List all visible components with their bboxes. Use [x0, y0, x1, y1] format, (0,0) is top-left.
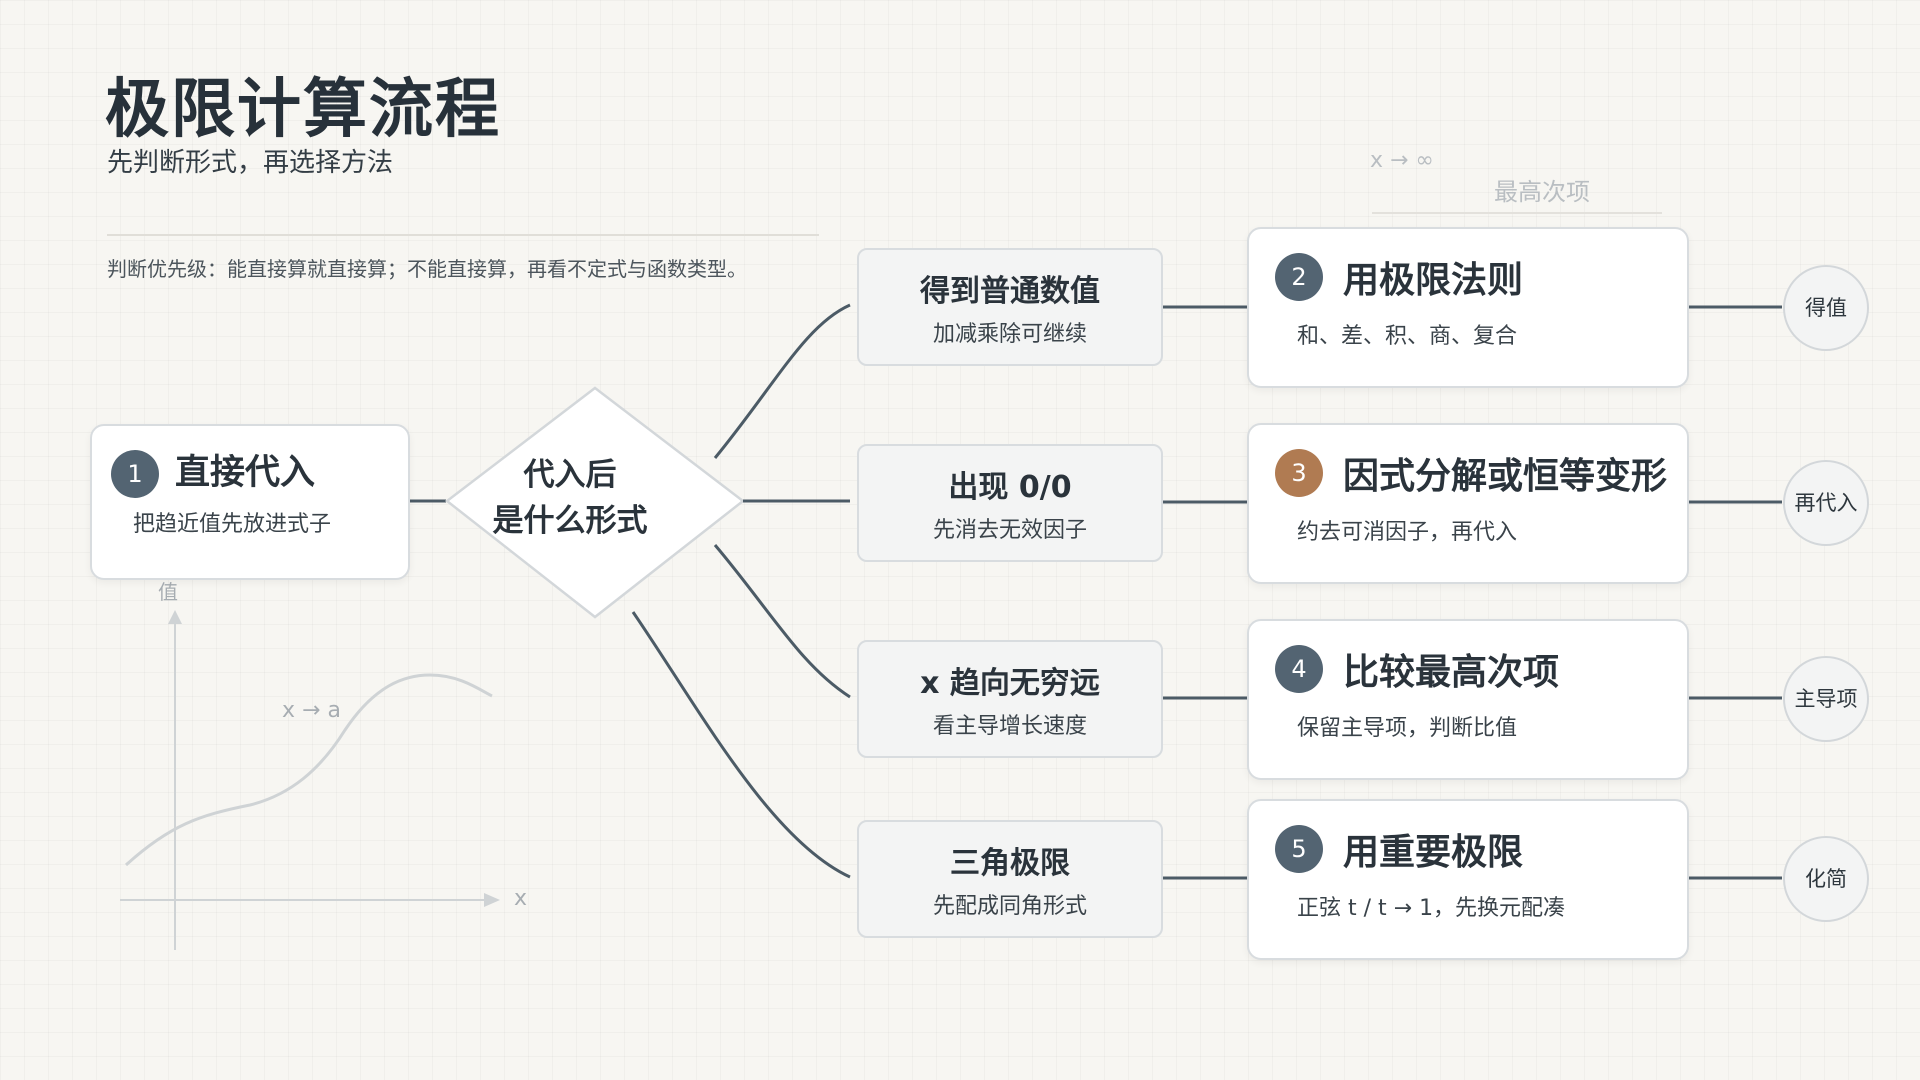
title-divider [107, 234, 819, 236]
connector-form-4 [631, 611, 851, 879]
decision-line-2: 是什么形式 [492, 503, 648, 539]
method-desc: 正弦 t / t → 1，先换元配凑 [1297, 896, 1566, 921]
form-box-ordinary-value[interactable]: 得到普通数值 加减乘除可继续 [857, 248, 1163, 366]
step-number-badge: 4 [1275, 645, 1323, 693]
graph-x-arrow [484, 893, 500, 907]
connector-form-1 [713, 303, 851, 459]
form-desc: 先配成同角形式 [932, 894, 1087, 919]
graph-y-arrow [168, 610, 182, 624]
priority-note: 判断优先级：能直接算就直接算；不能直接算，再看不定式与函数类型。 [107, 257, 747, 281]
branch-connectors [631, 303, 851, 879]
decor-highest-term: 最高次项 [1494, 178, 1590, 206]
decision-diamond [444, 386, 746, 619]
graph-approach-label: x → a [282, 698, 341, 723]
form-desc: 加减乘除可继续 [932, 322, 1087, 347]
page-subtitle: 先判断形式，再选择方法 [107, 148, 394, 178]
method-card-highest-term[interactable]: 4 比较最高次项 保留主导项，判断比值 [1247, 619, 1689, 780]
method-desc: 和、差、积、商、复合 [1297, 324, 1518, 349]
step-number-badge: 1 [111, 450, 159, 498]
method-title: 比较最高次项 [1343, 652, 1560, 693]
method-card-important-limit[interactable]: 5 用重要极限 正弦 t / t → 1，先换元配凑 [1247, 799, 1689, 960]
form-desc: 先消去无效因子 [932, 518, 1087, 543]
form-box-trig-limit[interactable]: 三角极限 先配成同角形式 [857, 820, 1163, 938]
graph-curve [124, 673, 493, 867]
form-desc: 看主导增长速度 [932, 714, 1087, 739]
decision-label: 代入后 是什么形式 [470, 452, 670, 544]
form-box-infinity[interactable]: x 趋向无穷远 看主导增长速度 [857, 640, 1163, 758]
method-desc: 保留主导项，判断比值 [1297, 716, 1518, 741]
form-title: 出现 0/0 [948, 470, 1072, 505]
result-pill-dominant-term[interactable]: 主导项 [1783, 656, 1869, 742]
step-number-badge: 3 [1275, 449, 1323, 497]
connector-form-3 [713, 544, 851, 699]
form-title: 得到普通数值 [920, 274, 1100, 309]
decision-line-1: 代入后 [523, 457, 617, 493]
graph-y-label: 值 [158, 580, 178, 604]
decor-divider [1372, 212, 1662, 214]
form-title: 三角极限 [950, 846, 1070, 881]
page-title: 极限计算流程 [105, 73, 501, 147]
method-card-limit-laws[interactable]: 2 用极限法则 和、差、积、商、复合 [1247, 227, 1689, 388]
result-connectors [1688, 305, 1782, 880]
step-number-badge: 5 [1275, 825, 1323, 873]
start-card[interactable]: 1 直接代入 把趋近值先放进式子 [90, 424, 410, 580]
method-title: 因式分解或恒等变形 [1343, 456, 1668, 497]
method-title: 用极限法则 [1343, 260, 1524, 301]
method-connectors [1163, 305, 1247, 880]
method-title: 用重要极限 [1343, 832, 1524, 873]
result-pill-simplify[interactable]: 化简 [1783, 836, 1869, 922]
graph-x-label: x [514, 886, 528, 911]
decor-x-to-infinity: x → ∞ [1370, 148, 1434, 173]
method-desc: 约去可消因子，再代入 [1297, 520, 1518, 545]
form-title: x 趋向无穷远 [920, 666, 1100, 701]
start-card-title: 直接代入 [175, 453, 316, 493]
start-card-desc: 把趋近值先放进式子 [133, 512, 332, 537]
result-pill-value[interactable]: 得值 [1783, 265, 1869, 351]
form-box-zero-over-zero[interactable]: 出现 0/0 先消去无效因子 [857, 444, 1163, 562]
result-pill-resubstitute[interactable]: 再代入 [1783, 460, 1869, 546]
method-card-factorize[interactable]: 3 因式分解或恒等变形 约去可消因子，再代入 [1247, 423, 1689, 584]
step-number-badge: 2 [1275, 253, 1323, 301]
decorative-graph [120, 610, 500, 950]
